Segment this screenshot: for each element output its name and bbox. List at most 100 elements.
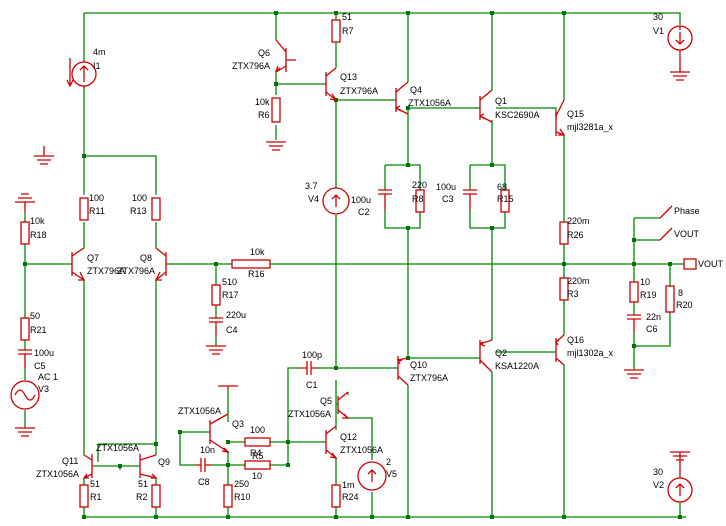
r26-name-label: R26 [567,230,584,240]
wires [24,12,686,518]
c2-value-label: 100u [351,195,371,205]
c4-capacitor-symbol [206,317,226,355]
q13-part-label: ZTX796A [340,86,378,96]
vout-probe-symbol [659,227,673,241]
q2-part-label: KSA1220A [495,361,539,371]
v3-value-label: AC 1 [38,372,58,382]
i1-current-source-symbol [66,58,97,88]
r13-name-label: R13 [130,206,147,216]
q7-part-label: ZTX796A [87,266,125,276]
r7-resistor-symbol [331,19,341,43]
c8-value-label: 10n [200,445,215,455]
q8-part-label: ZTX796A [117,266,155,276]
q11-transistor-symbol [82,454,93,479]
r4-resistor-symbol [244,437,271,447]
r24-resistor-symbol [331,484,341,508]
q12-part-label: ZTX1056A [340,445,383,455]
q2-transistor-symbol [478,339,493,373]
r19-resistor-symbol [629,281,639,303]
c1-capacitor-symbol [300,361,318,375]
c2-name-label: C2 [358,207,370,217]
q12-transistor-symbol [325,425,338,459]
q7-transistor-symbol [71,247,86,281]
r17-name-label: R17 [222,290,239,300]
r6-name-label: R6 [258,110,270,120]
q16-transistor-symbol [555,334,565,366]
r20-value-label: 8 [678,288,683,298]
r20-name-label: R20 [676,300,693,310]
r8-value-label: 220 [412,180,427,190]
c5-value-label: 100u [34,348,54,358]
q5-name-label: Q5 [320,396,332,406]
r26-resistor-symbol [559,221,569,245]
q3-part-label: ZTX1056A [178,406,221,416]
junctions [23,11,682,519]
r17-resistor-symbol [211,284,221,306]
v3-name-label: V3 [38,384,49,394]
q12-name-label: Q12 [340,432,357,442]
r7-value-label: 51 [342,12,352,22]
r18-name-label: R18 [30,230,47,240]
r13-value-label: 100 [132,193,147,203]
r11-resistor-symbol [79,197,89,221]
q4-transistor-symbol [394,81,409,115]
q11-name-label: Q11 [62,456,78,466]
c3-capacitor-symbol [463,189,477,210]
q2-name-label: Q2 [495,348,507,358]
v2-value-label: 30 [653,467,663,477]
r15-resistor-symbol [500,189,510,213]
c5-capacitor-symbol [18,349,32,368]
r21-resistor-symbol [20,317,30,341]
q6-part-label: ZTX796A [232,61,270,71]
i1-name-label: I1 [93,61,101,71]
q1-part-label: KSC2690A [495,110,540,120]
r26-value-label: 220m [567,216,590,226]
q8-name-label: Q8 [140,253,152,263]
v3-ac-source-symbol [10,380,40,437]
c2-capacitor-symbol [378,189,392,210]
q15-part-label: mjl3281a_x [567,122,614,132]
r5-value-label: 10 [252,471,262,481]
r16-value-label: 10k [250,247,265,257]
vout-port-symbol [683,258,697,270]
q6-name-label: Q6 [258,48,270,58]
ground-icon [34,146,54,165]
q16-part-label: mjl1302a_x [567,348,614,358]
q13-transistor-symbol [325,67,338,101]
v4-value-label: 3.7 [305,181,318,191]
q5-transistor-symbol [337,391,350,419]
q4-name-label: Q4 [410,85,422,95]
q4-part-label: ZTX1056A [408,98,451,108]
r19-name-label: R19 [640,290,657,300]
c8-name-label: C8 [198,477,210,487]
r2-resistor-symbol [151,484,161,508]
r18-resistor-symbol [15,193,35,245]
r11-name-label: R11 [89,206,105,216]
v4-source-symbol [322,187,350,215]
v1-value-label: 30 [653,12,663,22]
v5-value-label: 2 [386,457,391,467]
r21-name-label: R21 [30,325,47,335]
c6-capacitor-symbol [624,314,644,379]
r10-resistor-symbol [223,484,233,508]
c6-value-label: 22n [646,312,661,322]
r4-name-label: R4 [250,448,262,458]
phase-probe-label: Phase [674,206,700,216]
c3-name-label: C3 [442,194,454,204]
r1-value-label: 51 [90,479,100,489]
q9-transistor-symbol [139,454,158,479]
q7-name-label: Q7 [87,253,99,263]
r16-resistor-symbol [231,259,271,269]
c1-name-label: C1 [306,380,318,390]
c6-name-label: C6 [646,324,658,334]
r16-name-label: R16 [248,269,265,279]
q10-part-label: ZTX796A [410,373,448,383]
r7-name-label: R7 [342,26,354,36]
r18-value-label: 10k [30,216,45,226]
r1-name-label: R1 [90,492,102,502]
q5-part-label: ZTX1056A [288,409,331,419]
r15-value-label: 68 [497,182,507,192]
c4-name-label: C4 [226,325,238,335]
c4-value-label: 220u [226,310,246,320]
r6-value-label: 10k [255,97,270,107]
